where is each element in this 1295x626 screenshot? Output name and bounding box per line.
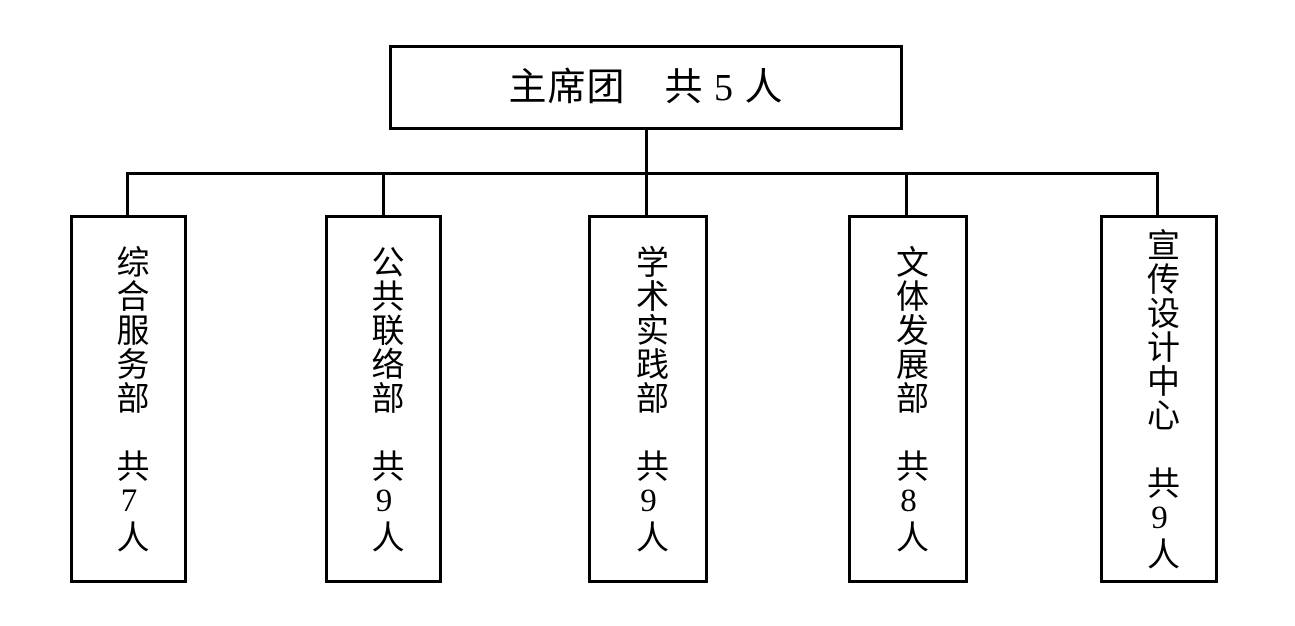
department-box-label: 综合服务部 共7人 [111, 244, 147, 554]
connector-drop-5 [1156, 172, 1159, 216]
connector-rail [126, 172, 1159, 175]
department-box-label: 公共联络部 共9人 [366, 244, 402, 554]
department-box-label: 宣传设计中心 共9人 [1141, 227, 1178, 571]
connector-drop-1 [126, 172, 129, 216]
department-box-academic-practice: 学术实践部 共9人 [588, 215, 708, 583]
department-box-culture-sports-development: 文体发展部 共8人 [848, 215, 968, 583]
department-box-label: 学术实践部 共9人 [630, 244, 667, 554]
department-box-public-liaison: 公共联络部 共9人 [325, 215, 442, 583]
department-box-publicity-design-center: 宣传设计中心 共9人 [1100, 215, 1218, 583]
department-box-general-service: 综合服务部 共7人 [70, 215, 187, 583]
connector-drop-4 [905, 172, 908, 216]
root-box-label: 主席团 共 5 人 [508, 66, 784, 109]
root-box-chairman-group: 主席团 共 5 人 [389, 45, 903, 130]
connector-drop-2 [382, 172, 385, 216]
department-box-label: 文体发展部 共8人 [890, 244, 927, 554]
